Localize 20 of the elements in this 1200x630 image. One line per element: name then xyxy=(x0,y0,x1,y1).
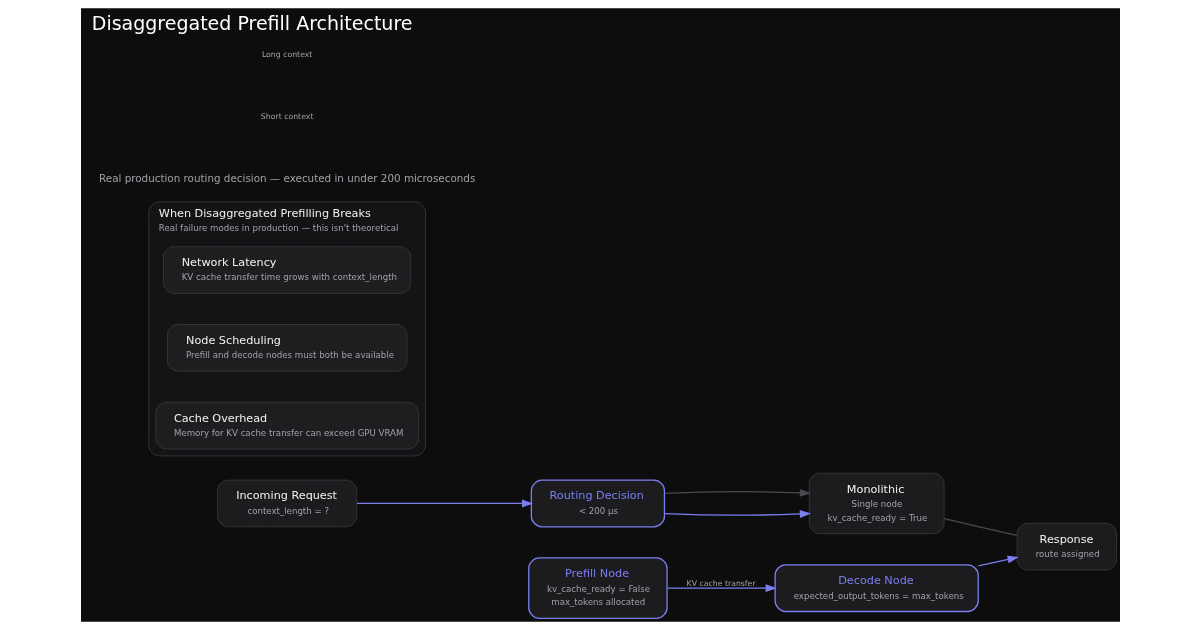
arrow xyxy=(663,488,811,497)
label: Long context xyxy=(261,49,312,59)
connector xyxy=(943,518,1017,537)
diagram-title: Disaggregated Prefill Architecture xyxy=(91,12,412,35)
node-box: Incoming Request context_length = ? xyxy=(216,479,357,528)
node-box: Cache Overhead Memory for KV cache transfer can exceed GPU VRAM xyxy=(154,401,419,450)
node-box: Prefill Node kv_cache_ready = False max_tokens allocated xyxy=(527,557,668,620)
node-box: Routing Decision < 200 µs xyxy=(530,479,665,528)
node-box: Response route assigned xyxy=(1016,522,1117,571)
arrow xyxy=(666,584,777,593)
arrow xyxy=(355,499,533,508)
label: Real production routing decision — executed in under 200 microseconds xyxy=(98,171,475,184)
label: Short context xyxy=(260,111,313,121)
edge-label: KV cache transfer xyxy=(686,578,756,588)
node-box: Node Scheduling Prefill and decode nodes must both be available xyxy=(166,324,407,372)
node-box: Decode Node expected_output_tokens = max_tokens xyxy=(773,564,979,613)
arrow xyxy=(977,555,1019,567)
node-box: Network Latency KV cache transfer time grows with context_length xyxy=(162,246,411,294)
arrow xyxy=(663,510,811,518)
node-box: Monolithic Single node kv_cache_ready = True xyxy=(808,472,945,535)
